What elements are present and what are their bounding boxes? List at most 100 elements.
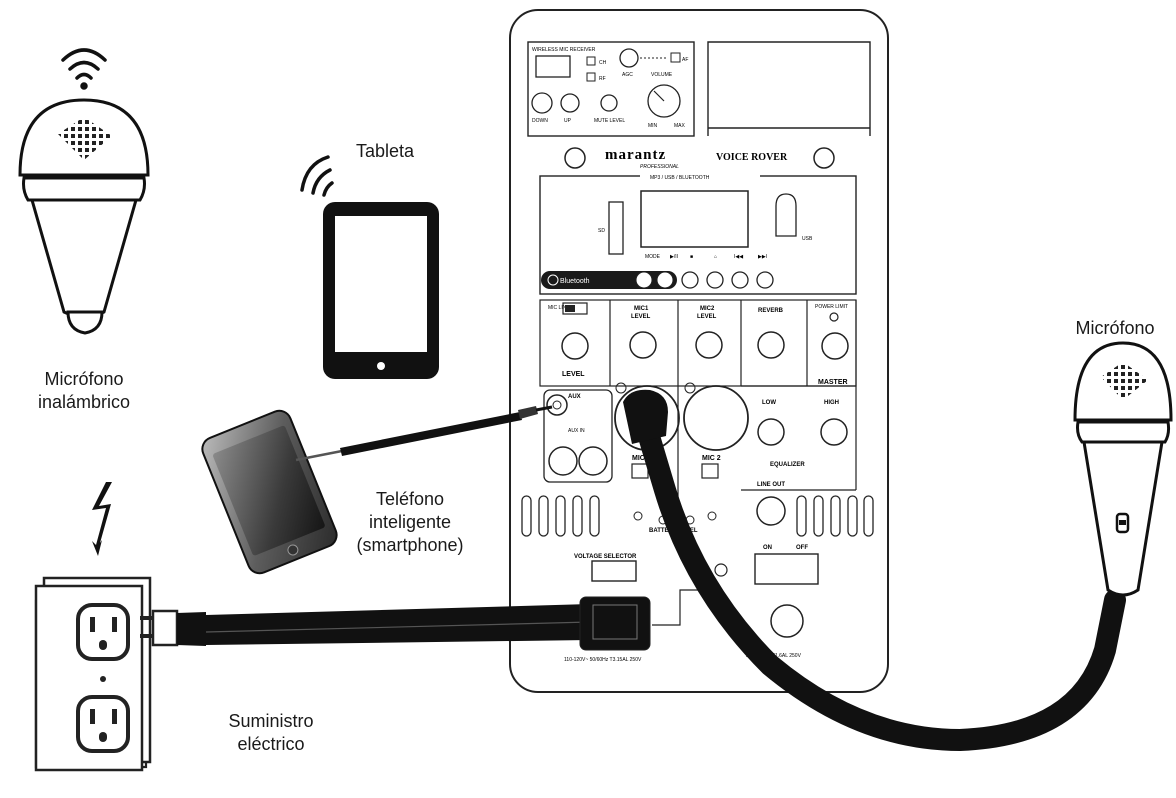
module-rf-label: RF xyxy=(599,76,606,82)
module-down-label: DOWN xyxy=(532,118,548,124)
rca-right-jack[interactable] xyxy=(578,446,608,476)
low-label: LOW xyxy=(762,400,776,406)
mic2-switch[interactable] xyxy=(701,463,719,479)
bt-mode-button[interactable] xyxy=(635,271,653,289)
outlet-screw xyxy=(100,676,106,682)
wireless-mic-label: Micrófono inalámbrico xyxy=(0,368,168,414)
model-name: VOICE ROVER xyxy=(716,152,788,163)
power-limit-label: POWER LIMIT xyxy=(815,304,848,310)
aux-cable xyxy=(295,405,553,462)
module-agc-label: AGC xyxy=(622,72,633,78)
aux-in-label: AUX IN xyxy=(568,428,585,434)
wireless-mic-label-line2: inalámbrico xyxy=(37,392,131,412)
wired-microphone xyxy=(1073,341,1173,597)
smartphone-device xyxy=(201,409,338,575)
mic1-level-knob[interactable] xyxy=(629,331,657,359)
wifi-signal-icon xyxy=(300,155,334,197)
outlet-socket-top[interactable] xyxy=(76,603,130,661)
module-min-label: MIN xyxy=(648,123,658,129)
voltage-selector-switch[interactable] xyxy=(591,560,637,582)
brand-logo: marantz xyxy=(605,147,666,163)
tablet-label-text: Tableta xyxy=(355,141,415,161)
mic2-level-label-l2: LEVEL xyxy=(697,314,717,320)
master-knob[interactable] xyxy=(821,332,849,360)
mic-line-switch[interactable] xyxy=(562,302,588,315)
next-button[interactable] xyxy=(756,271,774,289)
transport-labels: MODE ▶/II ■ ⌂ I◀◀ ▶▶I xyxy=(645,254,767,260)
mic2-level-label-l1: MIC2 xyxy=(700,306,715,312)
power-switch[interactable] xyxy=(754,553,819,585)
brand-sub: PROFESSIONAL xyxy=(640,164,679,170)
power-limit-led xyxy=(829,312,839,322)
blank-module-slot xyxy=(707,41,871,136)
vent-slots-left xyxy=(521,495,600,537)
reverb-label: REVERB xyxy=(758,308,784,314)
mixer-section: MIC LINE LEVEL MIC1 LEVEL MIC2 LEVEL REV… xyxy=(521,299,874,663)
mic2-xlr-input[interactable] xyxy=(683,385,749,451)
wall-outlet xyxy=(34,576,152,772)
play-pause-button[interactable] xyxy=(656,271,674,289)
on-label: ON xyxy=(763,545,772,551)
usb-port[interactable] xyxy=(775,193,797,237)
wired-microphone-cable xyxy=(623,389,1126,752)
fuse-cap xyxy=(770,604,804,638)
wifi-signal-icon xyxy=(61,48,107,90)
electricity-icon xyxy=(92,482,112,556)
module-volume-label: VOLUME xyxy=(651,72,673,78)
module-title: WIRELESS MIC RECEIVER xyxy=(532,47,596,53)
wireless-receiver-module: WIRELESS MIC RECEIVER CH RF AGC AF VOLUM… xyxy=(527,41,695,137)
off-label: OFF xyxy=(796,545,808,551)
smartphone-label-line1: Teléfono xyxy=(375,489,445,509)
module-af-label: AF xyxy=(682,57,688,63)
power-supply-label: Suministro eléctrico xyxy=(196,710,346,756)
smartphone-label-line3: (smartphone) xyxy=(356,535,464,555)
media-player-panel: MP3 / USB / BLUETOOTH SD USB MODE ▶/II ■… xyxy=(539,172,857,295)
module-up-label: UP xyxy=(564,118,572,124)
display-screen xyxy=(640,190,749,248)
smartphone-label: Teléfono inteligente (smartphone) xyxy=(320,488,500,557)
reverb-knob[interactable] xyxy=(757,331,785,359)
aux-jack[interactable] xyxy=(546,394,568,416)
level-label: LEVEL xyxy=(562,371,585,378)
screw xyxy=(564,147,586,169)
module-mute-label: MUTE LEVEL xyxy=(594,118,625,124)
mode-label: MODE xyxy=(645,254,661,260)
power-rating-label: 110-120V~ 50/60Hz T3.15AL 250V xyxy=(564,657,642,663)
repeat-label: ⌂ xyxy=(714,254,717,260)
mic1-level-label-l2: LEVEL xyxy=(631,314,651,320)
previous-button[interactable] xyxy=(731,271,749,289)
mic2-label: MIC 2 xyxy=(702,455,721,462)
high-label: HIGH xyxy=(824,400,839,406)
mic1-level-label-l1: MIC1 xyxy=(634,306,649,312)
equalizer-label: EQUALIZER xyxy=(770,462,805,468)
mic1-label: MIC 1 xyxy=(632,455,651,462)
outlet-socket-bottom[interactable] xyxy=(76,695,130,753)
repeat-button[interactable] xyxy=(706,271,724,289)
power-supply-label-line2: eléctrico xyxy=(237,734,305,754)
eq-high-knob[interactable] xyxy=(820,418,848,446)
rca-left-jack[interactable] xyxy=(548,446,578,476)
speaker-unit: WIRELESS MIC RECEIVER CH RF AGC AF VOLUM… xyxy=(509,9,889,693)
line-out-jack[interactable] xyxy=(756,496,786,526)
microphone-label: Micrófono xyxy=(1056,317,1174,340)
module-max-label: MAX xyxy=(674,123,686,129)
prev-label: I◀◀ xyxy=(734,254,743,260)
eq-low-knob[interactable] xyxy=(757,418,785,446)
vent-slots-right xyxy=(796,495,874,537)
bluetooth-pill-label: Bluetooth xyxy=(560,278,590,285)
next-label: ▶▶I xyxy=(758,254,767,260)
mp3-usb-bt-label: MP3 / USB / BLUETOOTH xyxy=(650,175,710,181)
microphone-label-text: Micrófono xyxy=(1075,318,1155,338)
screw xyxy=(813,147,835,169)
bluetooth-icon xyxy=(547,274,559,286)
wireless-mic-label-line1: Micrófono xyxy=(44,369,124,389)
mic2-level-knob[interactable] xyxy=(695,331,723,359)
module-ch-label: CH xyxy=(599,60,607,66)
stop-button[interactable] xyxy=(681,271,699,289)
sd-slot[interactable] xyxy=(608,201,624,255)
fuse-holder xyxy=(714,563,728,577)
input-level-knob[interactable] xyxy=(561,332,589,360)
aux-label: AUX xyxy=(568,394,581,400)
tablet-device xyxy=(300,155,439,379)
sd-label: SD xyxy=(598,228,605,234)
